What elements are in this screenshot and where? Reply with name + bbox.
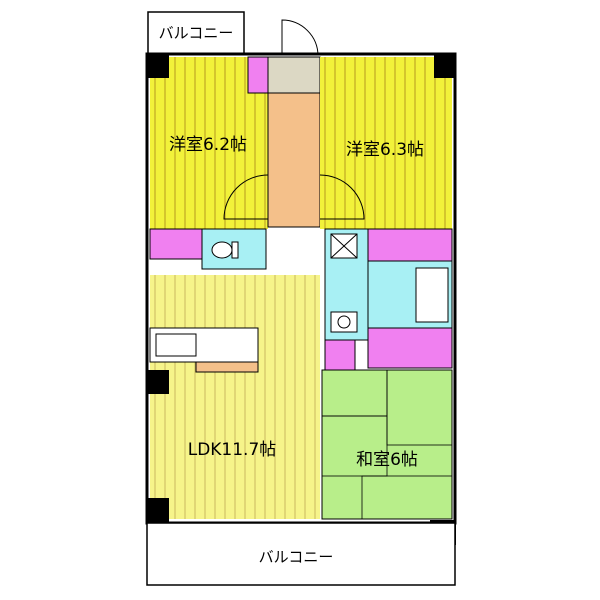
column-top-right <box>434 54 456 78</box>
column-mid-left <box>147 370 169 394</box>
hallway <box>267 92 321 228</box>
balcony-bottom-label: バルコニー <box>259 548 334 566</box>
room-ldk: LDK11.7帖 <box>149 275 320 519</box>
closet-left <box>149 228 203 260</box>
column-top-left <box>147 54 169 78</box>
room-western-left-label: 洋室6.2帖 <box>169 135 247 155</box>
room-japanese-label: 和室6帖 <box>356 450 418 470</box>
storage-entrance <box>247 56 269 94</box>
closet-right <box>367 228 453 262</box>
closet-small <box>324 339 356 371</box>
balcony-bottom: バルコニー <box>146 522 456 586</box>
room-western-right: 洋室6.3帖 <box>319 57 452 229</box>
balcony-top: バルコニー <box>147 11 245 55</box>
room-western-right-label: 洋室6.3帖 <box>346 140 424 160</box>
entrance-area <box>267 56 321 94</box>
toilet-room <box>201 228 267 270</box>
column-bottom-left <box>147 498 169 523</box>
balcony-top-label: バルコニー <box>159 24 234 42</box>
closet-middle <box>367 327 453 369</box>
wash-room <box>324 228 369 341</box>
room-ldk-label: LDK11.7帖 <box>188 440 277 460</box>
entrance-door <box>281 19 319 57</box>
bath-room <box>367 260 453 329</box>
room-japanese: 和室6帖 <box>321 369 453 520</box>
